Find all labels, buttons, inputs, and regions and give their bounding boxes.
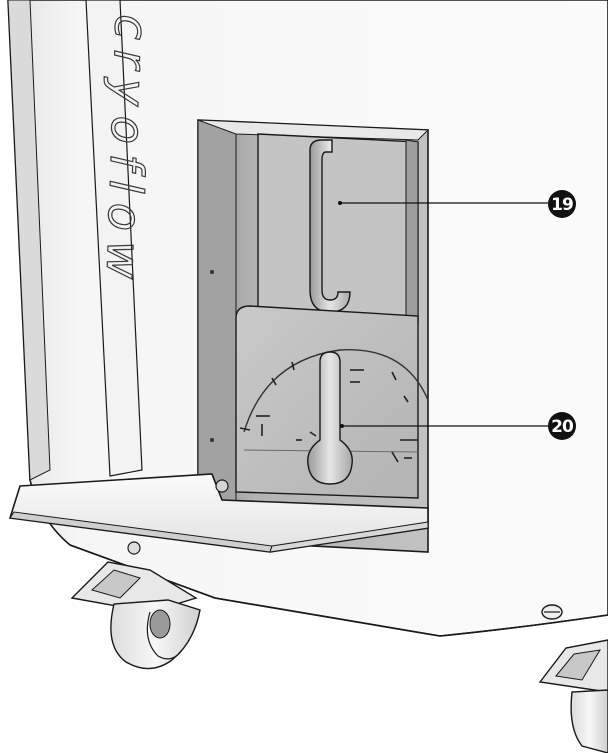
brand-lettering: cryoflow [95,14,159,290]
caster-wheel-left [70,561,201,670]
caster-wheel-right [538,639,608,753]
upper-block [257,133,419,323]
dial-ticks [239,361,418,463]
tray-screw-icon [127,541,141,555]
tray-knob-icon [215,479,229,493]
temperature-lever[interactable] [307,351,353,485]
callout-20-number: 20 [551,417,574,437]
callout-19-number: 19 [551,195,573,215]
callout-20-badge [548,412,576,440]
callout-19: 19 [338,190,576,218]
fold-out-tray[interactable] [8,473,429,553]
callout-20: 20 [340,412,576,440]
callout-19-badge [548,190,576,218]
